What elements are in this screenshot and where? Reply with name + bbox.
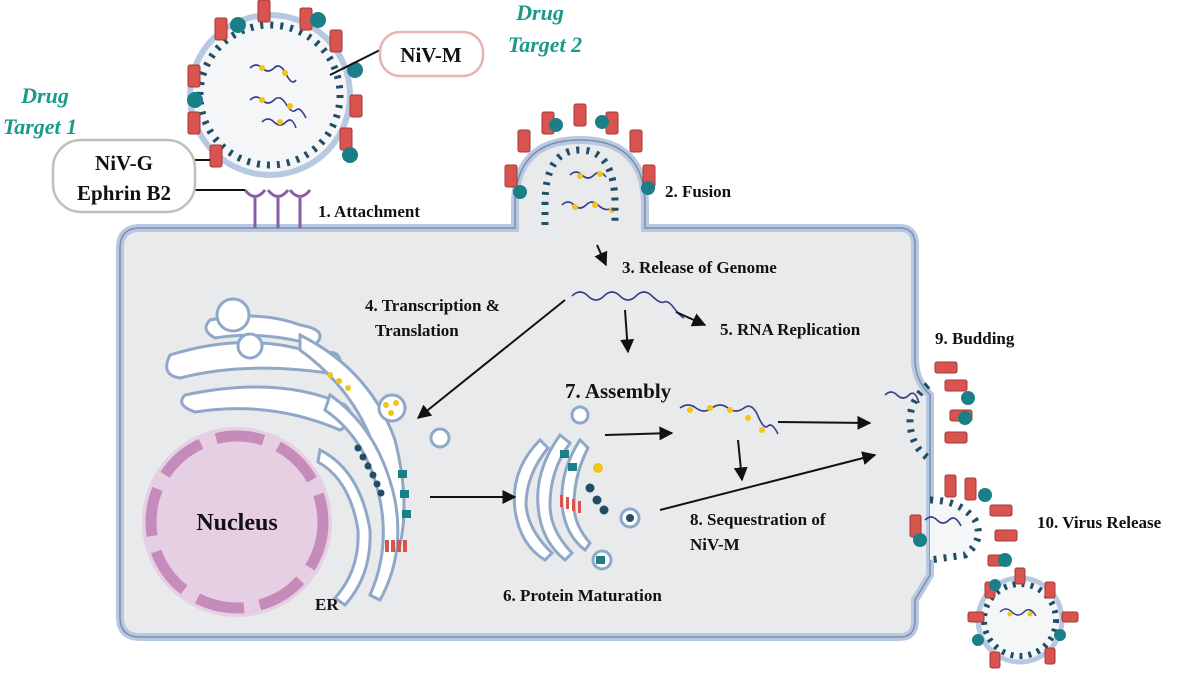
step-transcription-label-line-1: 4. Transcription &: [365, 296, 500, 315]
drug-target-2-line-2: Target 2: [508, 32, 582, 57]
endoplasmic-reticulum: [165, 297, 406, 607]
drug-target-2-line-1: Drug: [515, 0, 564, 25]
step-assembly-label: 7. Assembly: [565, 379, 672, 403]
budding-virion: [884, 361, 975, 461]
drug-target-1: Drug Target 1: [3, 83, 77, 139]
niv-g-label: NiV-G: [95, 151, 153, 175]
niv-g-ephrin-callout: NiV-G Ephrin B2: [51, 138, 245, 214]
step-transcription-label-line-2: Translation: [375, 321, 459, 340]
ephrin-receptor: [243, 189, 312, 228]
drug-target-1-line-2: Target 1: [3, 114, 77, 139]
step-virus-release-label: 10. Virus Release: [1037, 513, 1162, 532]
released-virion: [967, 567, 1079, 669]
vesicle: [327, 372, 451, 449]
virion: [187, 0, 363, 178]
releasing-virion: [909, 474, 1018, 567]
fusion-virion: [504, 103, 656, 225]
drug-target-1-line-1: Drug: [20, 83, 69, 108]
nucleus-label: Nucleus: [196, 510, 277, 536]
step-fusion-label: 2. Fusion: [665, 182, 732, 201]
step-release-genome-label: 3. Release of Genome: [622, 258, 777, 277]
step-protein-maturation-label: 6. Protein Maturation: [503, 586, 662, 605]
flow-arrows: [416, 244, 877, 511]
ephrin-label: Ephrin B2: [77, 181, 171, 205]
er-label: ER: [315, 595, 339, 614]
nucleus: Nucleus: [142, 427, 332, 617]
step-attachment-label: 1. Attachment: [318, 202, 420, 221]
er-proteins: [385, 470, 411, 552]
drug-target-2: Drug Target 2: [508, 0, 582, 57]
niv-m-label: NiV-M: [400, 43, 462, 67]
step-sequestration-label-line-2: NiV-M: [690, 535, 740, 554]
step-rna-replication-label: 5. RNA Replication: [720, 320, 861, 339]
niv-m-callout: NiV-M: [329, 30, 485, 78]
step-budding-label: 9. Budding: [935, 329, 1015, 348]
step-sequestration-label-line-1: 8. Sequestration of: [690, 510, 826, 529]
golgi-proteins: [560, 450, 634, 564]
er-ribosomes: [354, 444, 385, 497]
